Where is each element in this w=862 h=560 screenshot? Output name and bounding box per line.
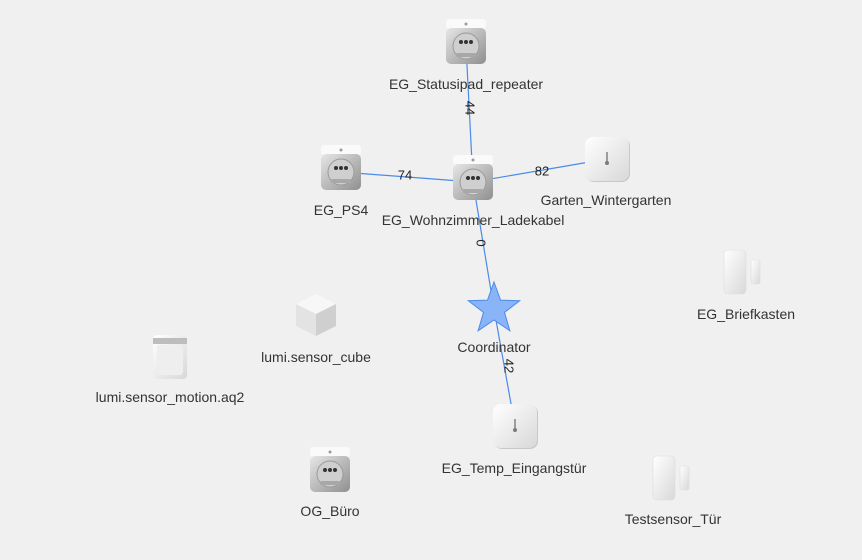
temperature-sensor-icon bbox=[585, 137, 630, 182]
device-node-ps4[interactable] bbox=[321, 145, 361, 190]
device-label: lumi.sensor_motion.aq2 bbox=[95, 389, 245, 405]
smart-plug-icon bbox=[321, 145, 361, 190]
coordinator-star-icon bbox=[466, 280, 522, 332]
link-quality-label: 74 bbox=[398, 167, 412, 182]
smart-plug-icon bbox=[446, 19, 486, 64]
device-label: Testsensor_Tür bbox=[624, 511, 722, 527]
link-quality-label: 44 bbox=[463, 101, 478, 115]
device-node-cube[interactable] bbox=[296, 294, 336, 336]
device-label: Garten_Wintergarten bbox=[540, 192, 672, 208]
device-label: EG_Briefkasten bbox=[696, 306, 796, 322]
device-node-briefkasten[interactable] bbox=[723, 249, 761, 295]
device-node-testsensor[interactable] bbox=[652, 455, 690, 501]
link-quality-label: 82 bbox=[535, 163, 549, 178]
smart-plug-icon bbox=[310, 447, 350, 492]
device-node-coordinator[interactable] bbox=[466, 280, 522, 332]
device-label: OG_Büro bbox=[300, 503, 360, 519]
device-label: EG_Statusipad_repeater bbox=[388, 76, 544, 92]
device-label: lumi.sensor_cube bbox=[261, 349, 371, 365]
device-label: EG_Wohnzimmer_Ladekabel bbox=[381, 212, 565, 228]
link-quality-label: 42 bbox=[502, 359, 517, 373]
door-sensor-icon bbox=[652, 455, 690, 501]
temperature-sensor-icon bbox=[493, 404, 538, 449]
cube-sensor-icon bbox=[296, 294, 336, 336]
door-sensor-icon bbox=[723, 249, 761, 295]
smart-plug-icon bbox=[453, 155, 493, 200]
device-node-garten[interactable] bbox=[585, 137, 630, 182]
device-label: Coordinator bbox=[457, 339, 531, 355]
device-label: EG_Temp_Eingangstür bbox=[441, 460, 587, 476]
link-wohnzimmer-coordinator bbox=[472, 181, 495, 310]
link-ps4-wohnzimmer bbox=[340, 171, 474, 183]
link-wohnzimmer-garten bbox=[472, 158, 608, 183]
device-node-temp_eingang[interactable] bbox=[493, 404, 538, 449]
link-quality-label: 0 bbox=[474, 239, 489, 246]
device-node-wohnzimmer[interactable] bbox=[453, 155, 493, 200]
device-node-buero[interactable] bbox=[310, 447, 350, 492]
device-node-motion[interactable] bbox=[153, 335, 187, 379]
device-node-statusipad[interactable] bbox=[446, 19, 486, 64]
motion-sensor-icon bbox=[153, 335, 187, 379]
device-label: EG_PS4 bbox=[313, 202, 369, 218]
